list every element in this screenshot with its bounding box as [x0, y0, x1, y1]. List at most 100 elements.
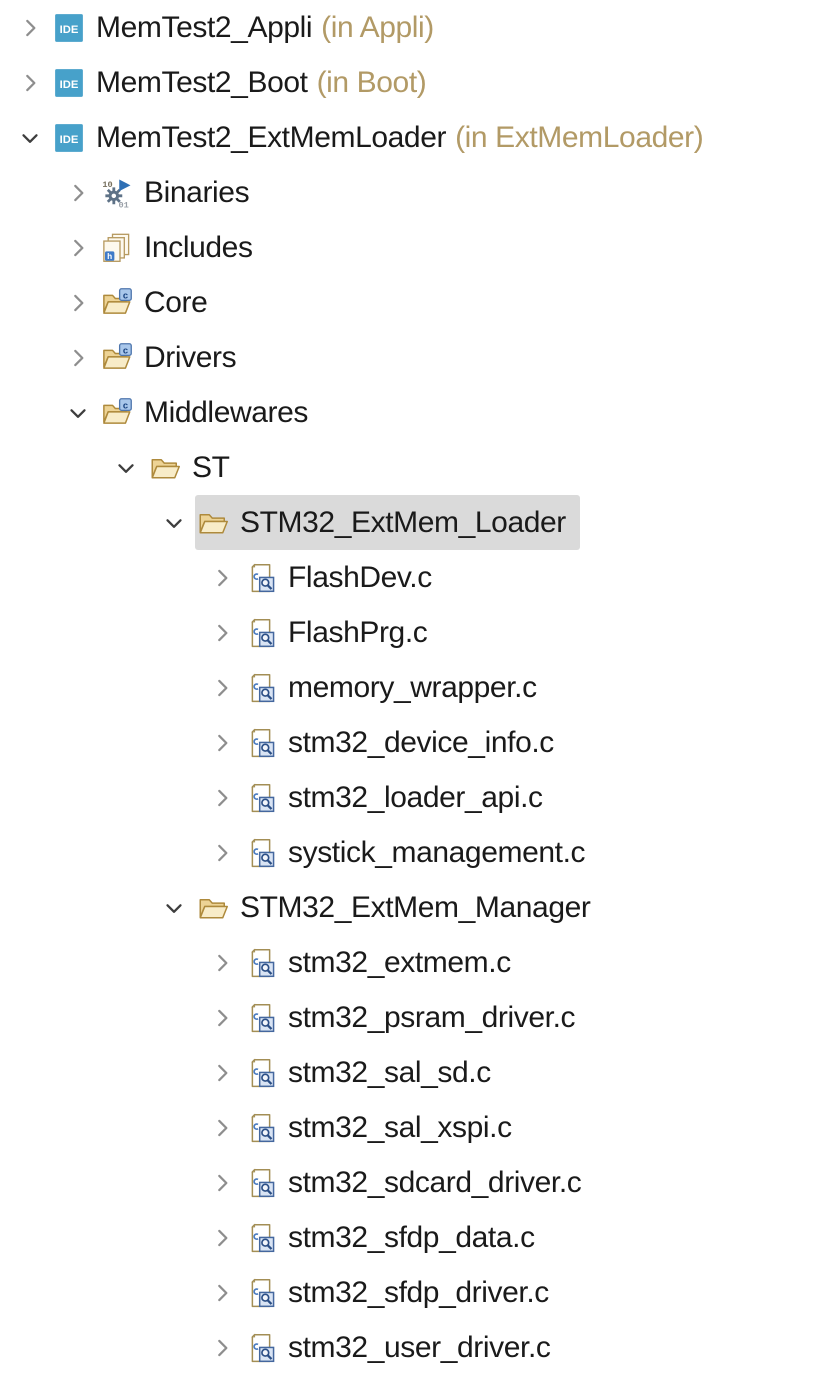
chevron-right-icon[interactable]	[12, 0, 48, 55]
tree-row[interactable]: stm32_psram_driver.c	[0, 990, 814, 1045]
chevron-right-icon[interactable]	[60, 275, 96, 330]
tree-item-decoration: (in ExtMemLoader)	[455, 120, 704, 154]
tree-row-content[interactable]: stm32_device_info.c	[246, 715, 554, 770]
chevron-right-icon[interactable]	[204, 1155, 240, 1210]
chevron-right-icon[interactable]	[204, 825, 240, 880]
ide-project-icon: IDE	[54, 123, 84, 153]
tree-item-label: Middlewares	[144, 395, 308, 429]
chevron-right-icon[interactable]	[204, 1320, 240, 1375]
tree-row-content[interactable]: stm32_loader_api.c	[246, 770, 543, 825]
tree-row[interactable]: stm32_sal_sd.c	[0, 1045, 814, 1100]
c-file-icon	[246, 1278, 276, 1308]
c-file-icon	[246, 1168, 276, 1198]
chevron-right-icon[interactable]	[60, 220, 96, 275]
tree-item-label: MemTest2_ExtMemLoader	[96, 120, 447, 154]
tree-row[interactable]: stm32_user_driver.c	[0, 1320, 814, 1375]
tree-row-content[interactable]: c Middlewares	[102, 385, 308, 440]
tree-item-label: stm32_sal_sd.c	[288, 1055, 491, 1089]
tree-row-content[interactable]: stm32_psram_driver.c	[246, 990, 576, 1045]
tree-row-content[interactable]: stm32_sal_sd.c	[246, 1045, 491, 1100]
chevron-right-icon[interactable]	[204, 770, 240, 825]
chevron-right-icon[interactable]	[204, 1210, 240, 1265]
tree-item-label: FlashDev.c	[288, 560, 432, 594]
tree-row[interactable]: c Core	[0, 275, 814, 330]
chevron-right-icon[interactable]	[204, 990, 240, 1045]
tree-item-label: ST	[192, 450, 230, 484]
folder-open-icon	[198, 893, 228, 923]
tree-item-label: STM32_ExtMem_Loader	[240, 505, 566, 539]
tree-row[interactable]: FlashPrg.c	[0, 605, 814, 660]
c-file-icon	[246, 1333, 276, 1363]
c-file-icon	[246, 618, 276, 648]
svg-text:c: c	[123, 290, 128, 300]
tree-item-label: stm32_sdcard_driver.c	[288, 1165, 582, 1199]
tree-row-content[interactable]: c Core	[102, 275, 208, 330]
chevron-right-icon[interactable]	[204, 1100, 240, 1155]
chevron-down-icon[interactable]	[108, 440, 144, 495]
chevron-right-icon[interactable]	[204, 715, 240, 770]
svg-text:h: h	[107, 252, 112, 261]
folder-open-icon	[198, 508, 228, 538]
svg-text:IDE: IDE	[60, 133, 79, 145]
tree-row[interactable]: stm32_sal_xspi.c	[0, 1100, 814, 1155]
chevron-right-icon[interactable]	[12, 55, 48, 110]
chevron-right-icon[interactable]	[204, 660, 240, 715]
tree-row[interactable]: stm32_sfdp_driver.c	[0, 1265, 814, 1320]
tree-row[interactable]: IDE MemTest2_ExtMemLoader(in ExtMemLoader…	[0, 110, 814, 165]
tree-row[interactable]: stm32_sfdp_data.c	[0, 1210, 814, 1265]
tree-row-content[interactable]: IDE MemTest2_ExtMemLoader(in ExtMemLoader…	[54, 110, 704, 165]
tree-row[interactable]: stm32_device_info.c	[0, 715, 814, 770]
chevron-right-icon[interactable]	[204, 1045, 240, 1100]
tree-row[interactable]: memory_wrapper.c	[0, 660, 814, 715]
tree-row-content[interactable]: systick_management.c	[246, 825, 586, 880]
chevron-right-icon[interactable]	[204, 1265, 240, 1320]
tree-item-label: systick_management.c	[288, 835, 586, 869]
chevron-down-icon[interactable]	[156, 495, 192, 550]
tree-row[interactable]: systick_management.c	[0, 825, 814, 880]
chevron-down-icon[interactable]	[12, 110, 48, 165]
tree-row-content[interactable]: STM32_ExtMem_Manager	[198, 880, 591, 935]
chevron-down-icon[interactable]	[60, 385, 96, 440]
tree-row-content[interactable]: ST	[150, 440, 230, 495]
chevron-right-icon[interactable]	[204, 550, 240, 605]
tree-row-content[interactable]: stm32_user_driver.c	[246, 1320, 551, 1375]
tree-row[interactable]: stm32_loader_api.c	[0, 770, 814, 825]
svg-text:c: c	[123, 400, 128, 410]
tree-row[interactable]: ST	[0, 440, 814, 495]
tree-row-content[interactable]: stm32_sfdp_driver.c	[246, 1265, 549, 1320]
tree-row[interactable]: c Middlewares	[0, 385, 814, 440]
tree-item-label: Core	[144, 285, 208, 319]
tree-row[interactable]: STM32_ExtMem_Loader	[0, 495, 814, 550]
chevron-right-icon[interactable]	[60, 330, 96, 385]
tree-row-content[interactable]: stm32_sal_xspi.c	[246, 1100, 512, 1155]
tree-row-content[interactable]: stm32_sdcard_driver.c	[246, 1155, 582, 1210]
tree-row-content[interactable]: memory_wrapper.c	[246, 660, 537, 715]
chevron-down-icon[interactable]	[156, 880, 192, 935]
tree-row[interactable]: stm32_extmem.c	[0, 935, 814, 990]
chevron-right-icon[interactable]	[60, 165, 96, 220]
folder-c-icon: c	[102, 397, 132, 428]
tree-row[interactable]: FlashDev.c	[0, 550, 814, 605]
tree-item-label: stm32_sfdp_data.c	[288, 1220, 535, 1254]
svg-text:01: 01	[119, 200, 129, 208]
tree-row-content[interactable]: stm32_sfdp_data.c	[246, 1210, 535, 1265]
tree-row-content[interactable]: FlashPrg.c	[246, 605, 428, 660]
c-file-icon	[246, 728, 276, 758]
chevron-right-icon[interactable]	[204, 605, 240, 660]
tree-row-content[interactable]: STM32_ExtMem_Loader	[195, 495, 580, 550]
tree-row[interactable]: STM32_ExtMem_Manager	[0, 880, 814, 935]
chevron-right-icon[interactable]	[204, 935, 240, 990]
tree-row-content[interactable]: FlashDev.c	[246, 550, 432, 605]
tree-row[interactable]: stm32_sdcard_driver.c	[0, 1155, 814, 1210]
tree-row-content[interactable]: stm32_extmem.c	[246, 935, 511, 990]
